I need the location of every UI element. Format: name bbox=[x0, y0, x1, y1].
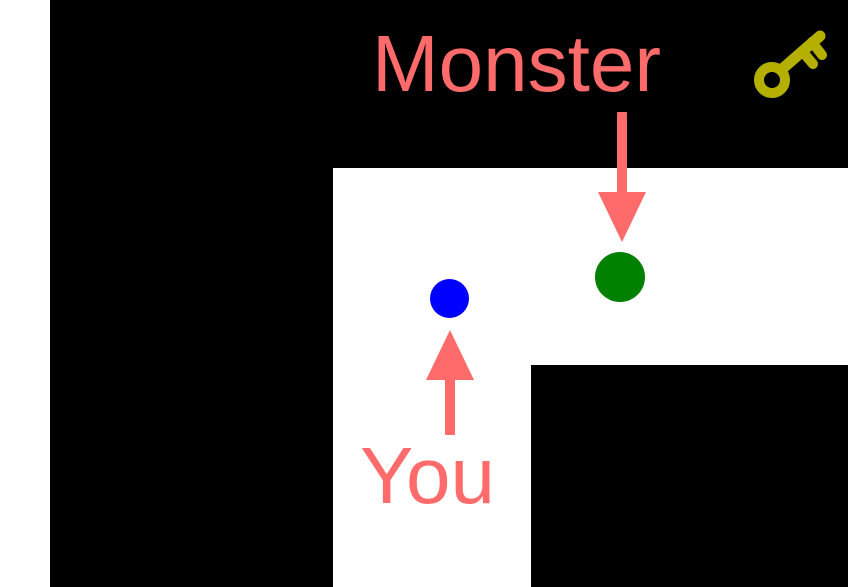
key-bow bbox=[754, 62, 790, 98]
key-bit-upper bbox=[807, 37, 827, 60]
monster-arrow-icon bbox=[598, 112, 646, 242]
monster-arrow-head bbox=[598, 192, 646, 242]
key-bit-lower bbox=[797, 46, 818, 69]
player-arrow-shaft bbox=[445, 378, 455, 435]
maze-wall: Monster You bbox=[50, 0, 848, 587]
player-dot bbox=[430, 279, 469, 318]
monster-label: Monster bbox=[372, 19, 661, 108]
key-icon bbox=[754, 30, 827, 98]
monster-arrow-shaft bbox=[617, 112, 627, 194]
player-arrow-head bbox=[426, 330, 474, 380]
player-arrow-icon bbox=[426, 330, 474, 435]
player-label: You bbox=[360, 431, 495, 520]
monster-dot bbox=[595, 252, 645, 302]
